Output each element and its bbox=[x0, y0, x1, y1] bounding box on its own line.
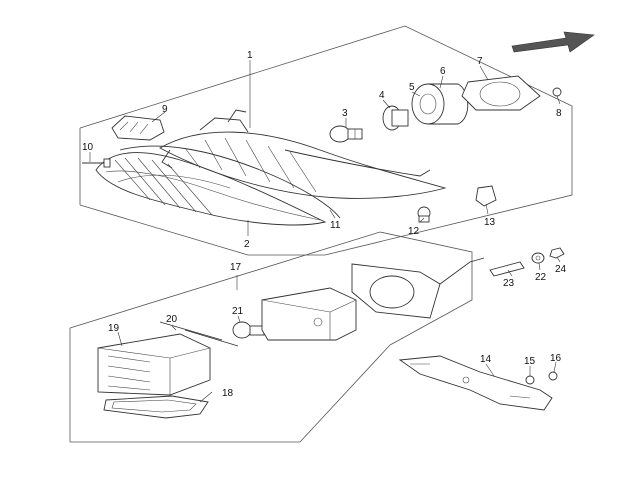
headlight-assembly-frame bbox=[79, 25, 573, 256]
callout-4: 4 bbox=[379, 90, 385, 101]
taillight-base bbox=[351, 257, 485, 319]
headlight-bracket bbox=[111, 115, 165, 141]
taillight-housing bbox=[261, 287, 357, 341]
bulb-socket bbox=[382, 105, 409, 131]
leader-lines bbox=[89, 60, 561, 403]
taillight-gasket bbox=[103, 395, 209, 419]
license-bracket bbox=[398, 355, 553, 411]
callout-11: 11 bbox=[330, 220, 341, 231]
callout-24: 24 bbox=[555, 264, 567, 275]
position-bulb bbox=[417, 206, 431, 223]
callout-2: 2 bbox=[244, 239, 250, 250]
callout-23: 23 bbox=[503, 278, 515, 289]
callout-17: 17 bbox=[230, 262, 242, 273]
callout-6: 6 bbox=[440, 66, 446, 77]
callout-15: 15 bbox=[524, 356, 536, 367]
rubber-gasket bbox=[461, 75, 541, 111]
callout-7: 7 bbox=[477, 56, 483, 67]
callout-22: 22 bbox=[535, 272, 547, 283]
front-direction-arrow-icon bbox=[511, 31, 595, 53]
callout-18: 18 bbox=[222, 388, 234, 399]
grommet bbox=[475, 185, 497, 207]
headlight-lens bbox=[95, 145, 341, 226]
taillight-assembly-frame bbox=[69, 231, 473, 443]
callout-8: 8 bbox=[556, 108, 562, 119]
callout-9: 9 bbox=[162, 104, 168, 115]
callout-21: 21 bbox=[232, 306, 244, 317]
lens-screws bbox=[159, 321, 239, 347]
headlight-housing bbox=[159, 109, 447, 199]
callout-5: 5 bbox=[409, 82, 415, 93]
nut-16 bbox=[548, 371, 558, 381]
callout-20: 20 bbox=[166, 314, 178, 325]
callout-12: 12 bbox=[408, 226, 420, 237]
callout-1: 1 bbox=[247, 50, 253, 61]
taillight-bulb bbox=[232, 321, 265, 339]
washer-22 bbox=[531, 252, 545, 264]
callout-19: 19 bbox=[108, 323, 120, 334]
callout-14: 14 bbox=[480, 354, 492, 365]
callout-16: 16 bbox=[550, 353, 562, 364]
screw-10 bbox=[82, 158, 111, 168]
screw-15 bbox=[525, 375, 535, 385]
bracket-pin-23 bbox=[489, 261, 525, 277]
callout-10: 10 bbox=[82, 142, 94, 153]
callout-13: 13 bbox=[484, 217, 496, 228]
callout-labels: 1 2 3 4 5 6 7 8 9 10 11 12 13 14 15 16 1… bbox=[82, 50, 567, 399]
socket-cover bbox=[411, 83, 469, 125]
callout-3: 3 bbox=[342, 108, 348, 119]
nut-24 bbox=[549, 247, 565, 259]
headlight-bulb bbox=[329, 125, 363, 143]
taillight-lens bbox=[97, 333, 211, 396]
screw-8 bbox=[552, 87, 562, 97]
